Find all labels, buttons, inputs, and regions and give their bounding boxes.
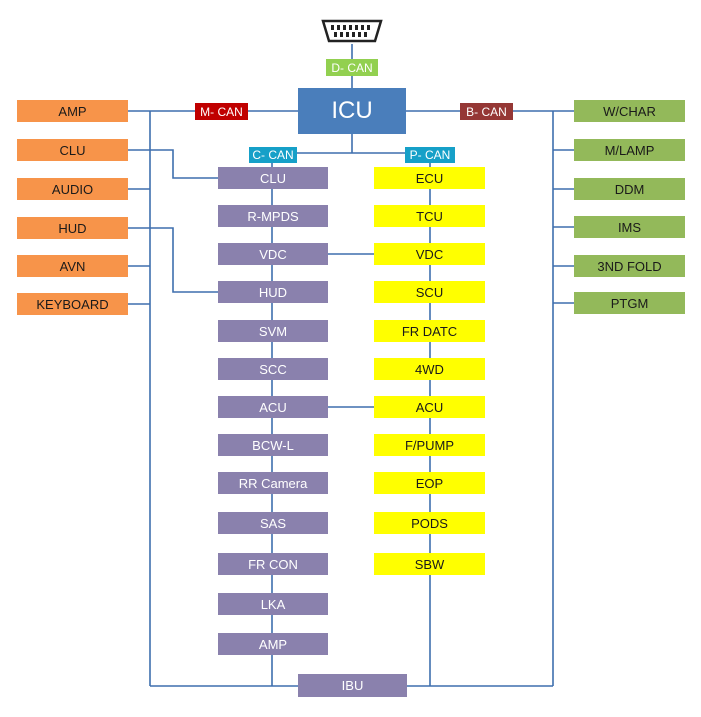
b-can-node: PTGM: [574, 292, 685, 314]
p-can-label: P- CAN: [405, 147, 455, 163]
p-can-node: SCU: [374, 281, 485, 303]
c-can-node: HUD: [218, 281, 328, 303]
p-can-node: ACU: [374, 396, 485, 418]
p-can-node: 4WD: [374, 358, 485, 380]
p-can-node: SBW: [374, 553, 485, 575]
b-can-node: 3ND FOLD: [574, 255, 685, 277]
m-can-node: AMP: [17, 100, 128, 122]
b-can-node: IMS: [574, 216, 685, 238]
c-can-node: CLU: [218, 167, 328, 189]
m-can-node: CLU: [17, 139, 128, 161]
c-can-label: C- CAN: [249, 147, 297, 163]
c-can-node: R-MPDS: [218, 205, 328, 227]
m-can-node: HUD: [17, 217, 128, 239]
b-can-label: B- CAN: [460, 103, 513, 120]
m-can-label: M- CAN: [195, 103, 248, 120]
c-can-node: LKA: [218, 593, 328, 615]
c-can-node: SVM: [218, 320, 328, 342]
hud-link: [128, 227, 218, 293]
p-can-node: EOP: [374, 472, 485, 494]
clu-link: [128, 149, 218, 179]
m-can-node: AVN: [17, 255, 128, 277]
p-can-node: PODS: [374, 512, 485, 534]
p-can-node: F/PUMP: [374, 434, 485, 456]
c-can-node: SCC: [218, 358, 328, 380]
c-can-node: ACU: [218, 396, 328, 418]
p-can-node: ECU: [374, 167, 485, 189]
d-can-label: D- CAN: [326, 59, 378, 76]
c-can-node: AMP: [218, 633, 328, 655]
m-can-node: AUDIO: [17, 178, 128, 200]
b-can-node: DDM: [574, 178, 685, 200]
c-can-node: BCW-L: [218, 434, 328, 456]
ibu-node: IBU: [298, 674, 407, 697]
c-can-node: FR CON: [218, 553, 328, 575]
b-can-node: M/LAMP: [574, 139, 685, 161]
c-can-node: VDC: [218, 243, 328, 265]
obd-connector-icon: [321, 19, 383, 43]
icu-node: ICU: [298, 88, 406, 134]
m-can-node: KEYBOARD: [17, 293, 128, 315]
p-can-node: VDC: [374, 243, 485, 265]
b-can-node: W/CHAR: [574, 100, 685, 122]
p-can-node: FR DATC: [374, 320, 485, 342]
c-can-node: SAS: [218, 512, 328, 534]
c-can-node: RR Camera: [218, 472, 328, 494]
p-can-node: TCU: [374, 205, 485, 227]
